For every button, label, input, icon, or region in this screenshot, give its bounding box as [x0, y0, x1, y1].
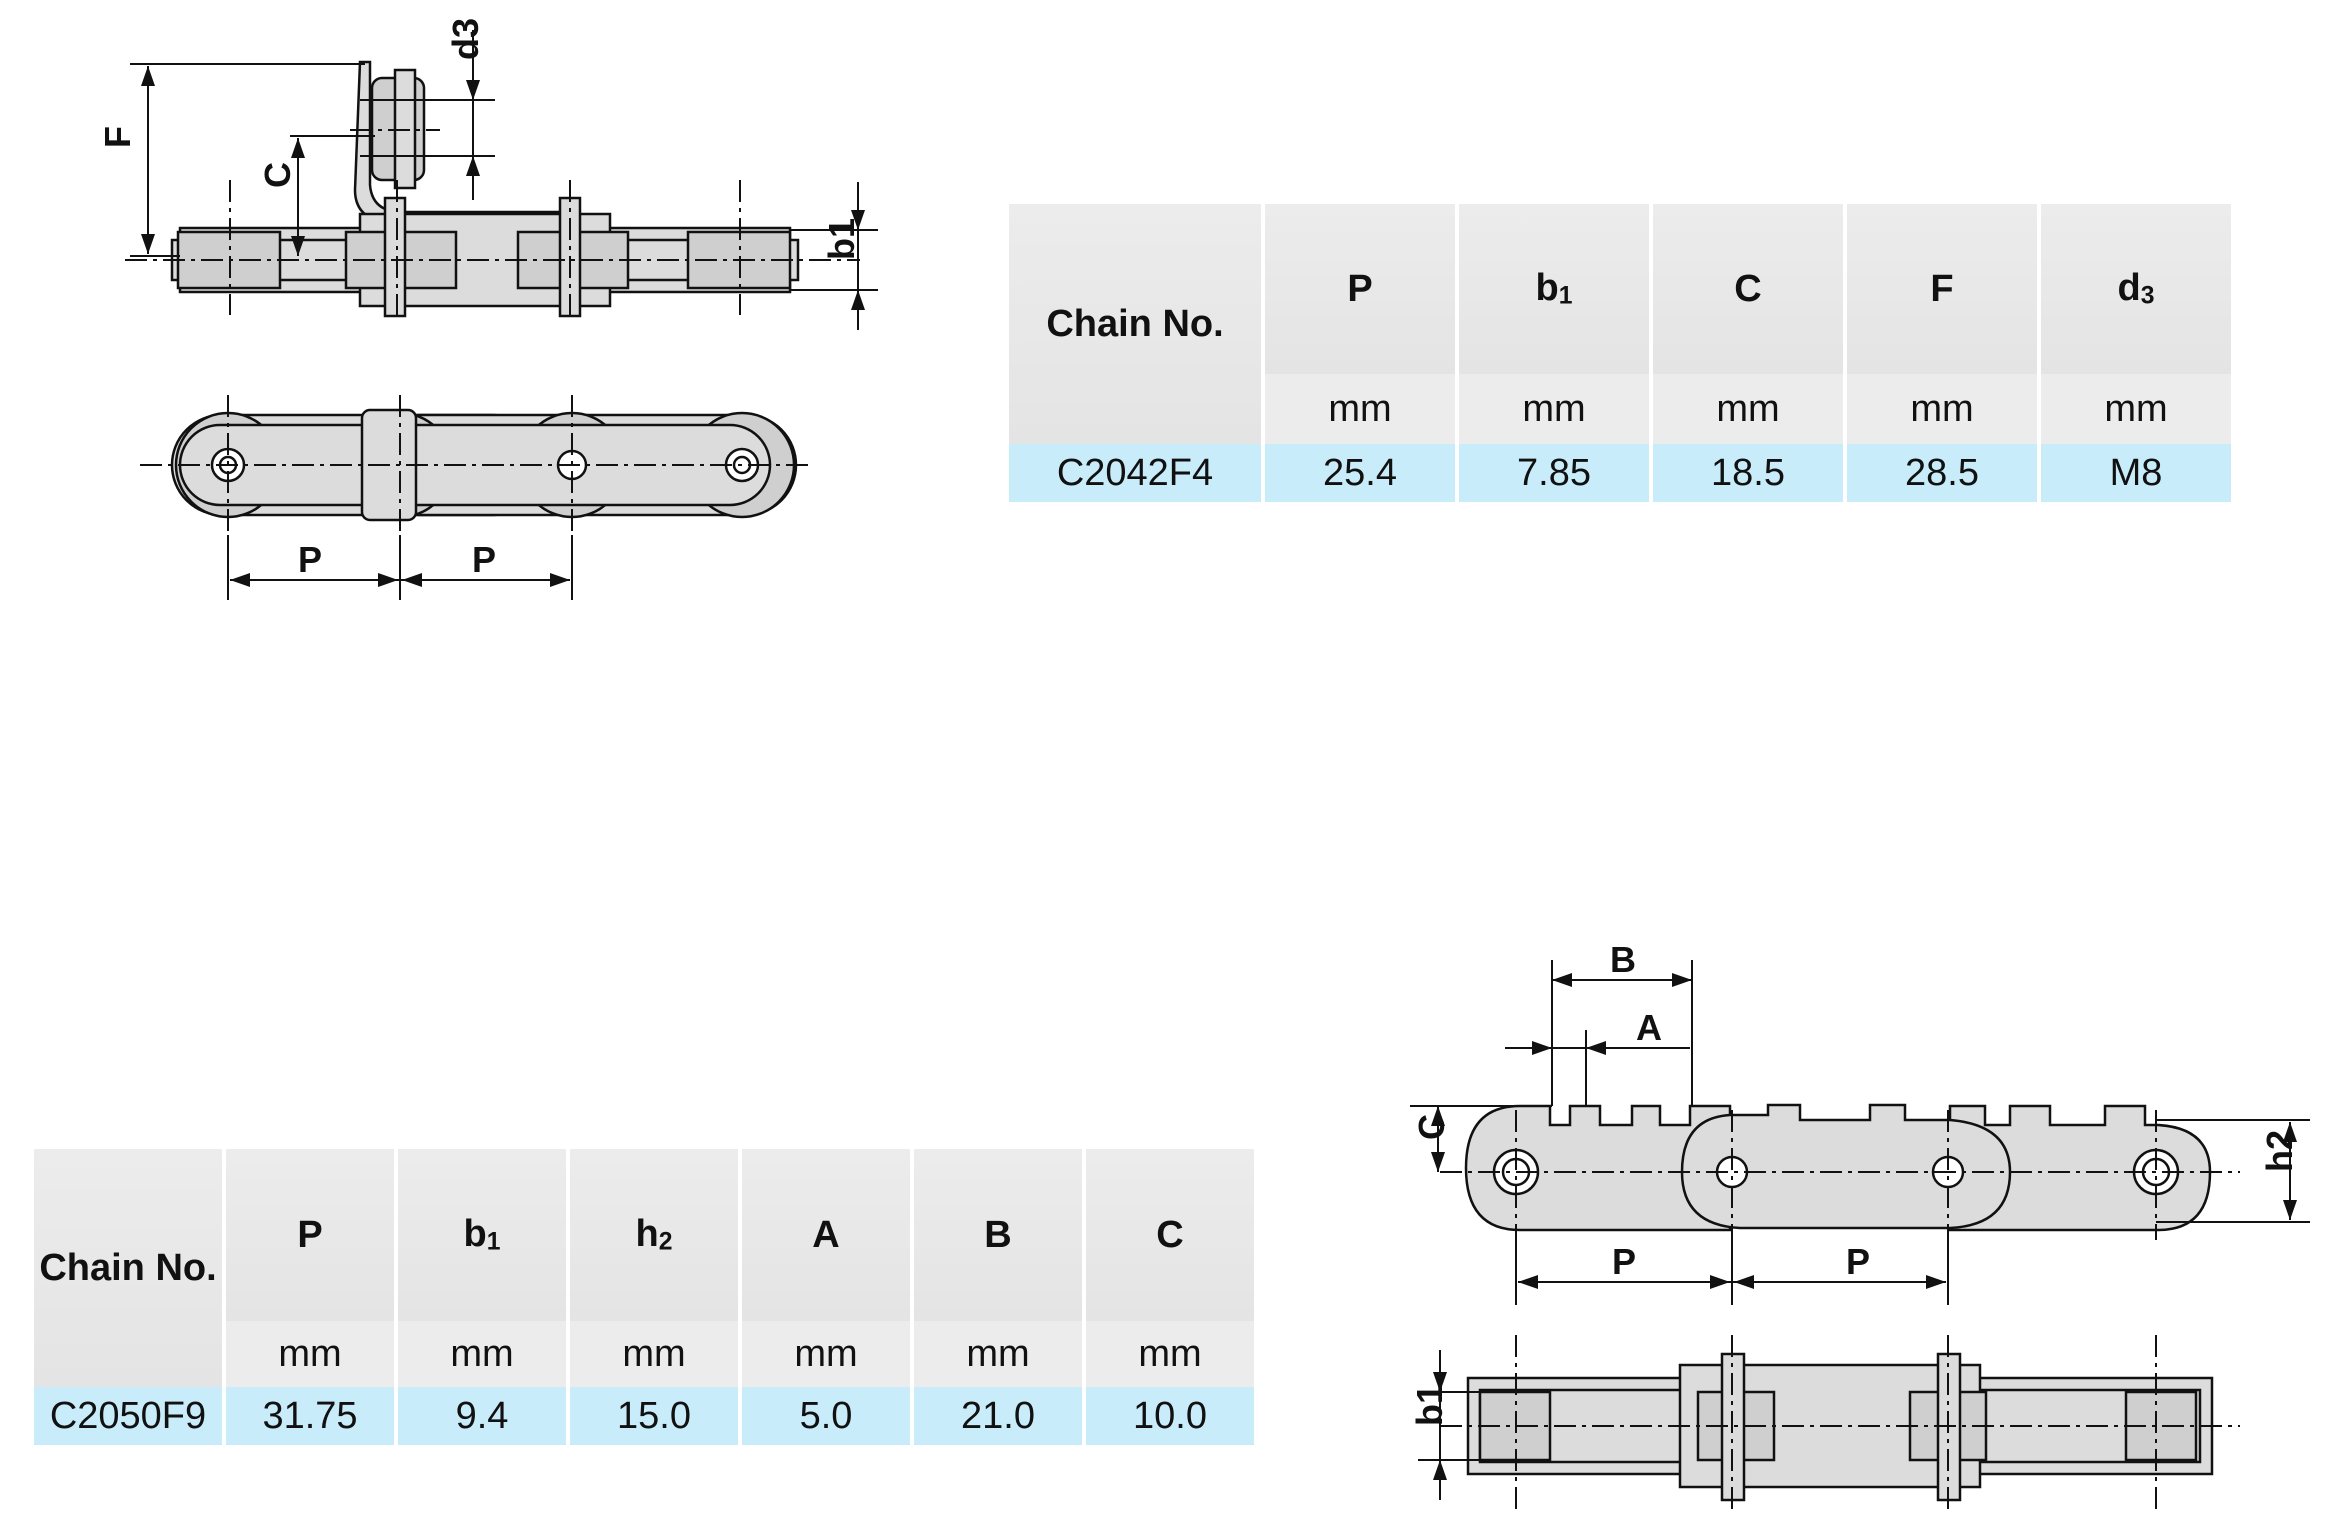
chain-number-cell: C2050F9 [34, 1387, 222, 1445]
col-header-F: F [1847, 204, 2037, 374]
label-d3: d3 [445, 18, 486, 60]
chain-number-cell: C2042F4 [1009, 444, 1261, 502]
unit-cell: mm [914, 1321, 1082, 1387]
unit-cell: mm [398, 1321, 566, 1387]
value-cell: 21.0 [914, 1387, 1082, 1445]
spec-table-c2042f4: Chain No. P b1 C F d3 mm mm mm mm mm C20… [1005, 204, 2235, 502]
label-h2: h2 [2259, 1130, 2300, 1172]
value-cell: 10.0 [1086, 1387, 1254, 1445]
bottom-front-view: B A C h2 P P [1410, 939, 2310, 1305]
col-header-C: C [1086, 1149, 1254, 1321]
unit-cell: mm [570, 1321, 738, 1387]
bottom-side-view: b1 [1409, 1335, 2240, 1510]
value-cell: M8 [2041, 444, 2231, 502]
col-header-b1: b1 [398, 1149, 566, 1321]
chain-no-header: Chain No. [1009, 204, 1261, 444]
unit-cell: mm [1265, 374, 1455, 444]
label-P-bottom-right: P [1846, 1241, 1870, 1282]
unit-cell: mm [742, 1321, 910, 1387]
label-F: F [97, 126, 138, 148]
col-header-P: P [1265, 204, 1455, 374]
col-header-A: A [742, 1149, 910, 1321]
label-B: B [1610, 939, 1636, 980]
label-C-bottom: C [1411, 1114, 1452, 1140]
top-side-view: F C d3 b1 [97, 18, 878, 330]
unit-cell: mm [1847, 374, 2037, 444]
chain-no-header: Chain No. [34, 1149, 222, 1387]
label-b1: b1 [821, 218, 862, 260]
value-cell: 9.4 [398, 1387, 566, 1445]
label-P-right: P [472, 539, 496, 580]
col-header-B: B [914, 1149, 1082, 1321]
col-header-b1: b1 [1459, 204, 1649, 374]
col-header-C: C [1653, 204, 1843, 374]
unit-cell: mm [2041, 374, 2231, 444]
label-P-left: P [298, 539, 322, 580]
unit-cell: mm [1653, 374, 1843, 444]
unit-cell: mm [226, 1321, 394, 1387]
spec-table-c2050f9: Chain No. P b1 h2 A B C mm mm mm mm mm m… [30, 1149, 1258, 1445]
value-cell: 28.5 [1847, 444, 2037, 502]
unit-cell: mm [1459, 374, 1649, 444]
label-b1-bottom: b1 [1409, 1384, 1450, 1426]
value-cell: 25.4 [1265, 444, 1455, 502]
value-cell: 18.5 [1653, 444, 1843, 502]
label-C: C [257, 162, 298, 188]
label-P-bottom-left: P [1612, 1241, 1636, 1282]
value-cell: 31.75 [226, 1387, 394, 1445]
value-cell: 15.0 [570, 1387, 738, 1445]
col-header-P: P [226, 1149, 394, 1321]
value-cell: 7.85 [1459, 444, 1649, 502]
col-header-h2: h2 [570, 1149, 738, 1321]
value-cell: 5.0 [742, 1387, 910, 1445]
unit-cell: mm [1086, 1321, 1254, 1387]
label-A: A [1636, 1007, 1662, 1048]
col-header-d3: d3 [2041, 204, 2231, 374]
top-front-view: P P [140, 395, 810, 600]
